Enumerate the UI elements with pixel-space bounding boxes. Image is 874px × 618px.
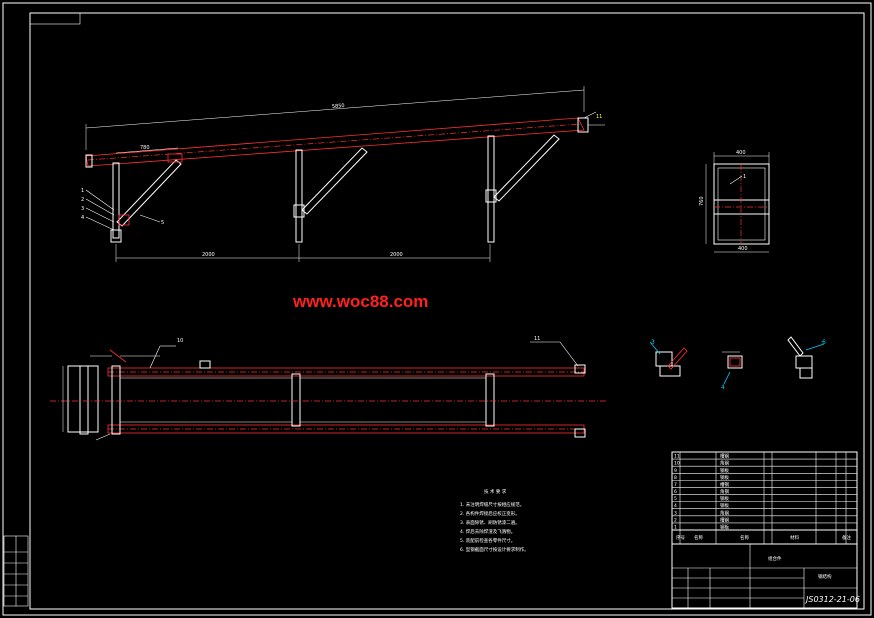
dim-left-seg: 780 bbox=[140, 145, 150, 151]
callout-10: 10 bbox=[177, 338, 183, 344]
top-left-id-box bbox=[29, 12, 81, 25]
parts-row-no: 10 bbox=[674, 461, 680, 467]
note-line-2: 2. 各构件焊接后应校正变形。 bbox=[460, 510, 520, 517]
dim-span-2: 2000 bbox=[390, 252, 403, 258]
parts-row-no: 6 bbox=[674, 489, 677, 495]
parts-row-name: 钢板 bbox=[720, 502, 729, 509]
header-name-2: 名称 bbox=[740, 534, 749, 541]
parts-row-name: 槽钢 bbox=[720, 516, 729, 523]
header-name: 名称 bbox=[694, 534, 703, 541]
parts-row-no: 11 bbox=[674, 454, 680, 460]
header-no: 序号 bbox=[676, 534, 685, 541]
callout-11: 11 bbox=[534, 336, 540, 342]
callout-4: 4 bbox=[81, 215, 84, 221]
dim-end-bottom: 400 bbox=[738, 246, 748, 252]
parts-row-no: 2 bbox=[674, 517, 677, 523]
post-2 bbox=[293, 149, 305, 243]
callout-1: 1 bbox=[81, 188, 84, 194]
left-margin-table bbox=[3, 535, 29, 607]
brace-3 bbox=[493, 134, 560, 202]
detail-callout-3: 3 bbox=[651, 339, 655, 346]
parts-row-name: 钢板 bbox=[720, 524, 729, 531]
parts-row-name: 槽钢 bbox=[720, 481, 729, 488]
callout-2: 2 bbox=[81, 197, 84, 203]
callout-3: 3 bbox=[81, 206, 84, 212]
end-view: 400 400 760 1 bbox=[699, 150, 770, 253]
note-line-3: 3. 表面除锈、刷防锈漆二遍。 bbox=[460, 519, 520, 526]
post-3 bbox=[485, 135, 497, 243]
parts-row-no: 8 bbox=[674, 475, 677, 481]
title-material: 组合件 bbox=[768, 555, 782, 562]
brace-2 bbox=[301, 147, 368, 215]
detail-callout-6: 6 bbox=[822, 339, 826, 346]
note-line-4: 4. 焊后去除焊渣及飞溅物。 bbox=[460, 528, 515, 535]
drawing-number: JS0312-21-06 bbox=[804, 595, 860, 604]
parts-row-no: 1 bbox=[674, 525, 677, 531]
note-line-1: 1. 未注明焊缝尺寸按相应规范。 bbox=[460, 501, 524, 508]
callout-5: 5 bbox=[161, 220, 164, 226]
drawing-frame-inner bbox=[29, 12, 865, 610]
plan-view: 10 11 bbox=[50, 336, 606, 441]
post-1 bbox=[110, 162, 122, 243]
title-name: 钢结构 bbox=[818, 573, 832, 580]
parts-row-no: 9 bbox=[674, 468, 677, 474]
parts-row-name: 钢板 bbox=[720, 467, 729, 474]
parts-row-name: 钢板 bbox=[720, 474, 729, 481]
dim-span-1: 2000 bbox=[202, 252, 215, 258]
header-material: 材料 bbox=[790, 534, 799, 541]
parts-row-no: 5 bbox=[674, 496, 677, 502]
parts-row-name: 角钢 bbox=[720, 509, 729, 516]
callout-11-top: 11 bbox=[596, 114, 602, 120]
detail-views: 3 4 6 bbox=[649, 336, 826, 391]
detail-callout-4: 4 bbox=[721, 384, 725, 391]
parts-row-name: 钢板 bbox=[720, 495, 729, 502]
notes-heading: 技 术 要 求 bbox=[484, 488, 507, 495]
technical-notes: 技 术 要 求 1. 未注明焊缝尺寸按相应规范。 2. 各构件焊接后应校正变形。… bbox=[460, 488, 529, 553]
callout-end-1: 1 bbox=[743, 174, 746, 180]
parts-row-no: 4 bbox=[674, 503, 677, 509]
parts-row-name: 槽钢 bbox=[720, 453, 729, 460]
note-line-5: 5. 装配前检查各零件尺寸。 bbox=[460, 537, 515, 544]
parts-row-name: 角钢 bbox=[720, 488, 729, 495]
watermark-text: www.woc88.com bbox=[292, 292, 428, 311]
note-line-6: 6. 型钢截面尺寸按设计要求制作。 bbox=[460, 546, 529, 553]
dim-end-width: 400 bbox=[736, 150, 746, 156]
brace-1 bbox=[116, 159, 182, 227]
parts-row-name: 角钢 bbox=[720, 460, 729, 467]
header-remark: 备注 bbox=[842, 534, 851, 541]
main-beam bbox=[85, 117, 585, 167]
parts-row-no: 3 bbox=[674, 510, 677, 516]
elevation-view: 5850 780 2000 2000 1 2 3 4 5 11 bbox=[81, 86, 605, 262]
parts-row-no: 7 bbox=[674, 482, 677, 488]
title-block: 11 槽钢 10 角钢 9 钢板 8 钢板 7 槽钢 6 角钢 5 钢板 4 钢板 3 角钢 2 槽钢 1 钢板 序号 名… bbox=[671, 451, 860, 609]
dim-top-length: 5850 bbox=[332, 103, 345, 110]
dim-end-height: 760 bbox=[699, 196, 705, 206]
